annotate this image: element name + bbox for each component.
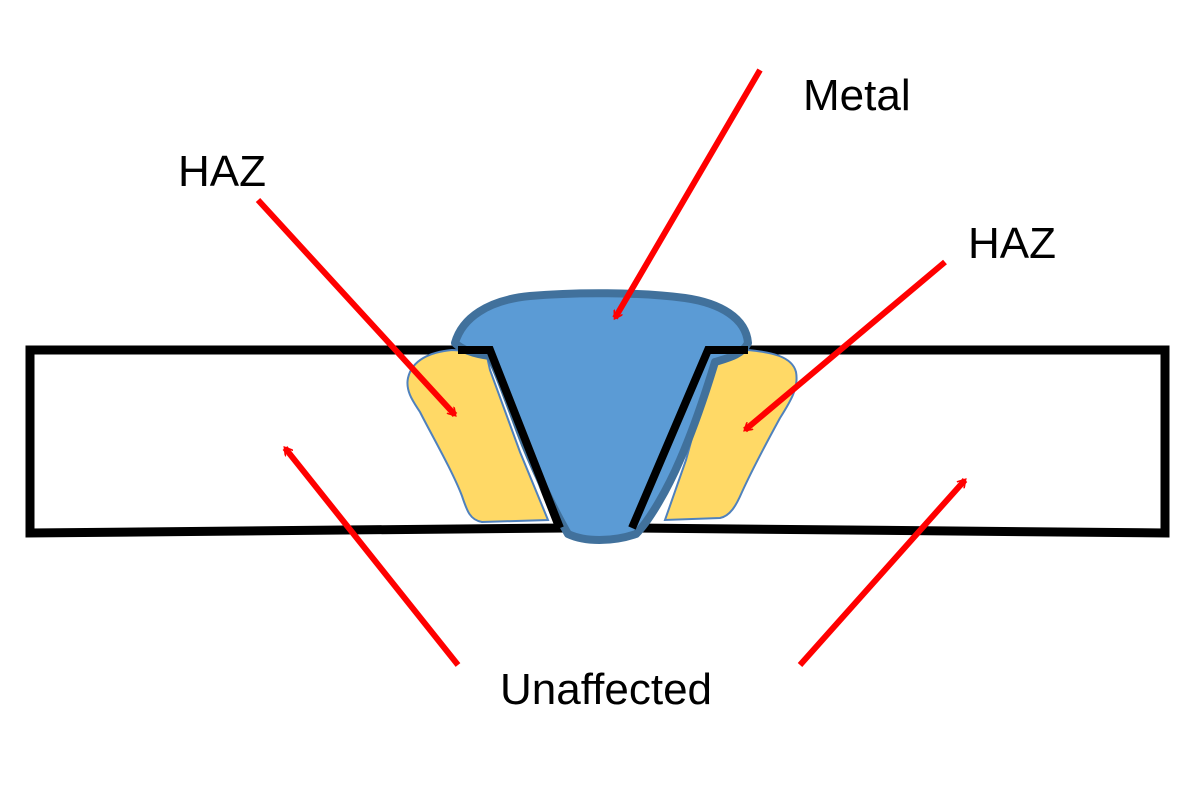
label-unaffected: Unaffected [500, 665, 712, 714]
arrows [255, 68, 968, 667]
groove-edge-right [628, 346, 748, 530]
haz-right-region [663, 348, 798, 522]
arrow-to-haz-left [255, 197, 458, 418]
arrow-to-unaffected-right [797, 478, 968, 667]
label-haz-right: HAZ [968, 219, 1056, 268]
arrow-to-haz-right [743, 259, 947, 433]
label-haz-left: HAZ [178, 147, 266, 196]
groove-edge-left [458, 346, 564, 530]
arrow-to-unaffected-left [282, 448, 461, 667]
arrow-to-weld-metal [612, 68, 763, 318]
label-metal: Metal [803, 71, 911, 120]
